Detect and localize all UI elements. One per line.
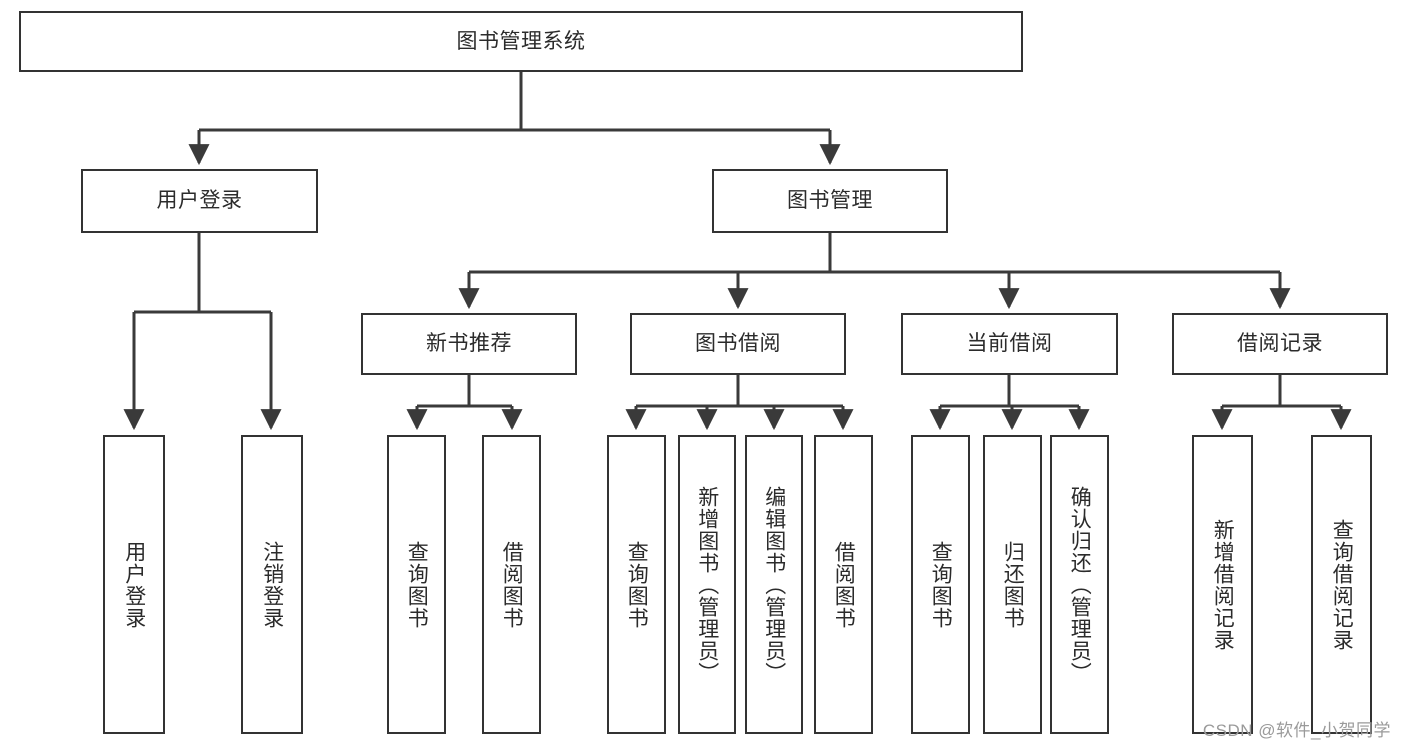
node-leaf-query-record[interactable]: 查询借阅记录: [1311, 435, 1372, 734]
node-leaf-add-book-label: 新增图书（管理员）: [695, 485, 719, 684]
node-book-management-label: 图书管理: [787, 189, 873, 213]
node-root[interactable]: 图书管理系统: [19, 11, 1023, 72]
node-leaf-add-record[interactable]: 新增借阅记录: [1192, 435, 1253, 734]
node-leaf-borrow-book-2-label: 借阅图书: [832, 540, 856, 629]
node-leaf-confirm-return-label: 确认归还（管理员）: [1068, 485, 1092, 684]
node-leaf-add-record-label: 新增借阅记录: [1211, 518, 1235, 651]
node-leaf-return-book-label: 归还图书: [1001, 540, 1025, 629]
node-leaf-query-book-1-label: 查询图书: [405, 540, 429, 629]
node-leaf-edit-book[interactable]: 编辑图书（管理员）: [745, 435, 803, 734]
node-leaf-query-book-1[interactable]: 查询图书: [387, 435, 446, 734]
node-current-borrow[interactable]: 当前借阅: [901, 313, 1118, 375]
watermark-text: CSDN @软件_小贺同学: [1202, 721, 1391, 740]
node-leaf-add-book[interactable]: 新增图书（管理员）: [678, 435, 736, 734]
node-leaf-logout[interactable]: 注销登录: [241, 435, 303, 734]
node-leaf-query-record-label: 查询借阅记录: [1330, 518, 1354, 651]
node-leaf-edit-book-label: 编辑图书（管理员）: [762, 485, 786, 684]
node-leaf-borrow-book-1-label: 借阅图书: [500, 540, 524, 629]
node-leaf-return-book[interactable]: 归还图书: [983, 435, 1042, 734]
node-book-management[interactable]: 图书管理: [712, 169, 948, 233]
node-root-label: 图书管理系统: [456, 29, 586, 53]
node-book-borrow-label: 图书借阅: [695, 332, 781, 356]
node-leaf-confirm-return[interactable]: 确认归还（管理员）: [1050, 435, 1109, 734]
node-book-borrow[interactable]: 图书借阅: [630, 313, 846, 375]
node-leaf-user-login-label: 用户登录: [122, 540, 146, 629]
node-leaf-query-book-2[interactable]: 查询图书: [607, 435, 666, 734]
node-new-book-recommend-label: 新书推荐: [426, 332, 512, 356]
node-leaf-borrow-book-2[interactable]: 借阅图书: [814, 435, 873, 734]
node-borrow-record-label: 借阅记录: [1237, 332, 1323, 356]
node-user-login[interactable]: 用户登录: [81, 169, 318, 233]
node-leaf-borrow-book-1[interactable]: 借阅图书: [482, 435, 541, 734]
node-current-borrow-label: 当前借阅: [966, 332, 1053, 356]
node-user-login-label: 用户登录: [156, 189, 243, 213]
node-leaf-query-book-3-label: 查询图书: [929, 540, 953, 629]
node-borrow-record[interactable]: 借阅记录: [1172, 313, 1388, 375]
node-leaf-query-book-2-label: 查询图书: [625, 540, 649, 629]
node-leaf-logout-label: 注销登录: [260, 540, 284, 629]
node-new-book-recommend[interactable]: 新书推荐: [361, 313, 577, 375]
node-leaf-user-login[interactable]: 用户登录: [103, 435, 165, 734]
node-leaf-query-book-3[interactable]: 查询图书: [911, 435, 970, 734]
